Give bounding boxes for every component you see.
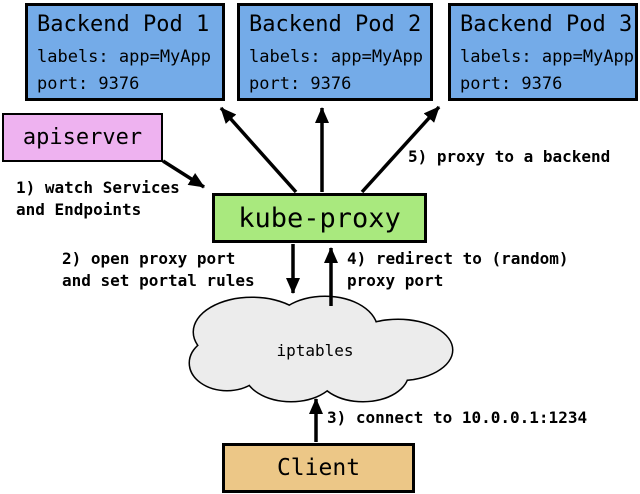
backend-pod-1-box: Backend Pod 1 labels: app=MyApp port: 93… — [25, 3, 225, 101]
backend-pod-3-port: port: 9376 — [460, 74, 563, 94]
apiserver-label: apiserver — [22, 125, 143, 150]
backend-pod-2-labels: labels: app=MyApp — [249, 47, 423, 67]
arrow-kubeproxy-to-pod3 — [360, 105, 441, 194]
apiserver-box: apiserver — [2, 113, 163, 162]
client-label: Client — [276, 455, 361, 481]
client-box: Client — [222, 443, 415, 493]
annotation-step3-connect: 3) connect to 10.0.0.1:1234 — [327, 408, 588, 427]
backend-pod-2-title: Backend Pod 2 — [249, 12, 422, 37]
backend-pod-3-labels: labels: app=MyApp — [460, 47, 634, 67]
kube-proxy-box: kube-proxy — [212, 193, 427, 243]
arrow-apiserver-to-kubeproxy — [162, 159, 205, 189]
annotation-step4-redirect: 4) redirect to (random) proxy port — [347, 249, 569, 290]
backend-pod-3-title: Backend Pod 3 — [460, 12, 633, 37]
annotation-step1-watch-services: 1) watch Services and Endpoints — [16, 178, 180, 219]
backend-pod-1-title: Backend Pod 1 — [37, 12, 210, 37]
backend-pod-1-labels: labels: app=MyApp — [37, 47, 211, 67]
backend-pod-3-box: Backend Pod 3 labels: app=MyApp port: 93… — [448, 3, 638, 101]
kube-proxy-label: kube-proxy — [238, 202, 401, 234]
annotation-step5-proxy-backend: 5) proxy to a backend — [408, 147, 611, 166]
iptables-label: iptables — [276, 341, 354, 360]
iptables-cloud — [188, 295, 454, 403]
annotation-step2-open-proxy-port: 2) open proxy port and set portal rules — [62, 249, 255, 290]
backend-pod-1-port: port: 9376 — [37, 74, 140, 94]
arrow-kubeproxy-to-pod1 — [219, 106, 298, 194]
backend-pod-2-port: port: 9376 — [249, 74, 352, 94]
backend-pod-2-box: Backend Pod 2 labels: app=MyApp port: 93… — [237, 3, 433, 101]
